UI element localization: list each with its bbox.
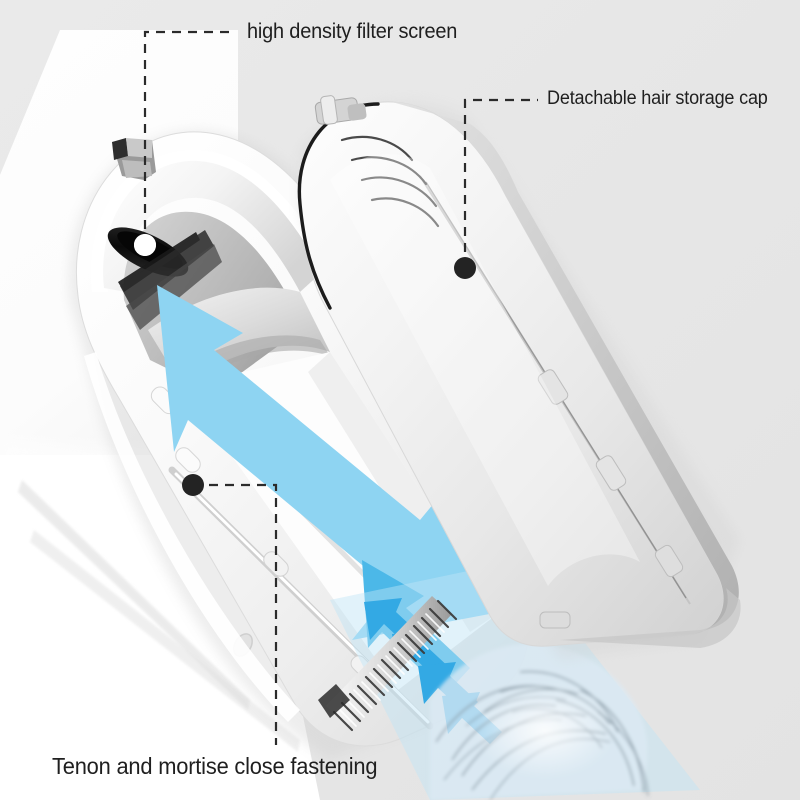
leader-tenon bbox=[193, 483, 278, 745]
cap-gloss bbox=[330, 154, 640, 587]
leader-cap bbox=[463, 98, 538, 268]
vent-lower-band bbox=[120, 230, 214, 310]
callout-leaders bbox=[143, 30, 538, 745]
tenon-callout-dot bbox=[182, 474, 204, 496]
leader-filter bbox=[143, 30, 236, 245]
cap-vent-arcs bbox=[340, 135, 440, 228]
body-bottom-contour bbox=[84, 352, 300, 722]
cap-hinge-clip bbox=[314, 95, 367, 125]
cap-bottom-shade bbox=[560, 588, 741, 648]
detachable-hair-storage-cap bbox=[297, 95, 741, 661]
body-mouth-rim bbox=[103, 160, 322, 292]
body-highlight bbox=[90, 149, 330, 292]
vent-lower-band-2 bbox=[126, 244, 222, 330]
callout-label-filter-screen: high density filter screen bbox=[247, 20, 458, 43]
backdrop-reflection-2 bbox=[30, 530, 300, 752]
callout-label-tenon-mortise: Tenon and mortise close fastening bbox=[52, 753, 378, 779]
top-latch-tab bbox=[112, 138, 156, 180]
filter-callout-dot bbox=[134, 234, 156, 256]
airflow-arrow-large bbox=[157, 285, 500, 640]
backdrop-reflection-1 bbox=[18, 480, 250, 710]
callout-label-storage-cap: Detachable hair storage cap bbox=[547, 88, 768, 109]
pet-hair-tuft bbox=[430, 643, 649, 800]
cap-latch-lugs bbox=[537, 369, 684, 629]
comb-teeth-blade bbox=[318, 596, 458, 732]
cap-callout-dot bbox=[454, 257, 476, 279]
funnel-shade bbox=[176, 335, 330, 390]
